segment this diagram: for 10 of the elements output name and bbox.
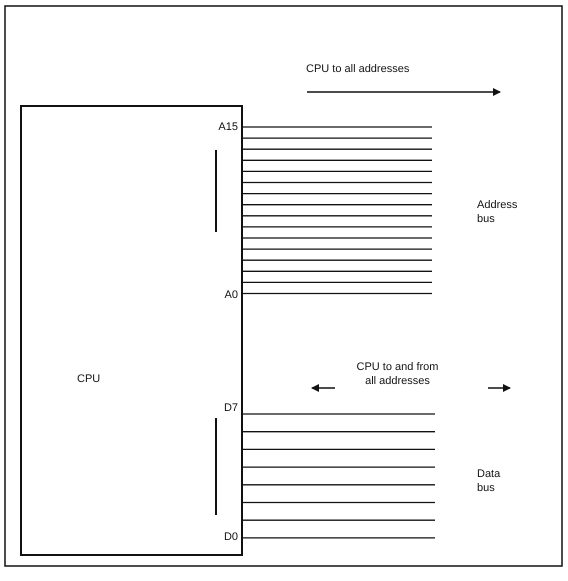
direction-note: CPU to and from all addresses [356, 360, 440, 388]
pin-label: D0 [222, 530, 238, 544]
bus-label: Address bus [477, 198, 518, 226]
pin-label: A0 [224, 288, 238, 302]
component-label: CPU [77, 372, 100, 386]
pin-label: D7 [222, 401, 238, 415]
bus-label: Data bus [477, 467, 502, 495]
pin-label: A15 [217, 120, 238, 134]
direction-note: CPU to all addresses [306, 62, 410, 76]
cpu-box [20, 105, 243, 556]
